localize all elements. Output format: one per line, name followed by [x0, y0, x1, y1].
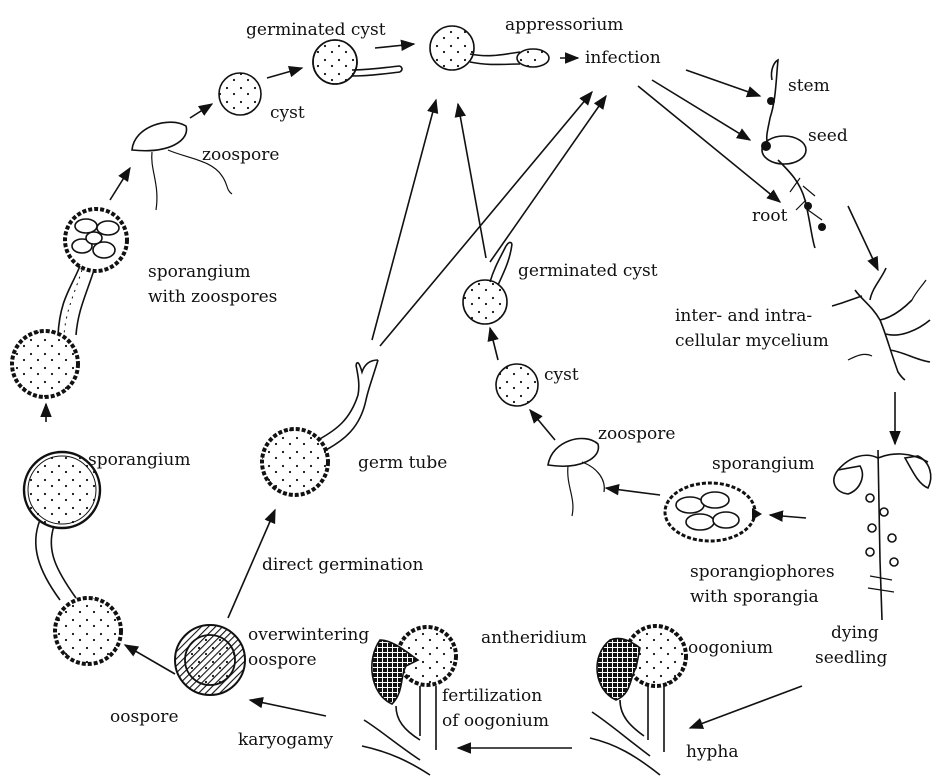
sporangiophores-plant	[833, 449, 932, 621]
zoospore-mid	[547, 437, 605, 517]
sporangium-with-zoospores	[10, 207, 129, 399]
label-infection: infection	[585, 48, 661, 68]
label-fertilization-line1: fertilization	[442, 686, 542, 706]
germinated-cyst-mid	[462, 241, 513, 325]
germinated-cyst-top	[312, 39, 403, 85]
seedling	[761, 58, 826, 249]
germ-tube	[260, 359, 379, 497]
overwintering-oospore	[174, 624, 246, 696]
fertilization-of-oogonium	[361, 625, 458, 776]
label-sporangiophores-line1: sporangiophores	[690, 562, 835, 582]
zoospore-top	[131, 121, 233, 211]
label-overwintering-line2: oospore	[248, 650, 317, 670]
antheridium-oogonium	[589, 624, 688, 776]
label-sporangium-with-zoospores-line2: with zoospores	[148, 287, 277, 307]
sporangium-left	[22, 450, 123, 666]
label-dying-line2: seedling	[815, 648, 888, 668]
label-appressorium: appressorium	[505, 15, 623, 35]
label-antheridium: antheridium	[481, 628, 587, 648]
label-dying-line1: dying	[831, 623, 879, 643]
label-overwintering-line1: overwintering	[248, 625, 369, 645]
label-hypha: hypha	[686, 742, 739, 762]
label-root: root	[752, 206, 788, 226]
label-oospore: oospore	[110, 707, 179, 727]
label-seed: seed	[808, 126, 848, 146]
cyst-top	[218, 72, 262, 116]
label-cyst-top: cyst	[270, 103, 305, 123]
label-stem: stem	[788, 76, 830, 96]
label-sporangium-right: sporangium	[712, 454, 814, 474]
label-oogonium: oogonium	[688, 638, 773, 658]
label-fertilization-line2: of oogonium	[442, 711, 549, 731]
cycle-arrows	[40, 39, 901, 754]
sporangium-right	[663, 481, 762, 543]
label-germinated-cyst-top: germinated cyst	[246, 20, 386, 40]
label-sporangium-with-zoospores-line1: sporangium	[148, 262, 250, 282]
label-germ-tube: germ tube	[358, 453, 447, 473]
label-karyogamy: karyogamy	[238, 730, 334, 750]
label-sporangiophores-line2: with sporangia	[690, 587, 819, 607]
label-germinated-cyst-mid: germinated cyst	[518, 261, 658, 281]
label-mycelium-line2: cellular mycelium	[675, 331, 829, 351]
label-zoospore-mid: zoospore	[598, 424, 675, 444]
label-zoospore-top: zoospore	[202, 145, 279, 165]
appressorium	[429, 25, 550, 71]
label-mycelium-line1: inter- and intra-	[675, 306, 812, 326]
label-direct-germination: direct germination	[262, 555, 423, 575]
cyst-mid	[495, 363, 539, 407]
label-sporangium-left: sporangium	[88, 450, 190, 470]
mycelium	[831, 267, 931, 381]
label-cyst-mid: cyst	[544, 365, 579, 385]
